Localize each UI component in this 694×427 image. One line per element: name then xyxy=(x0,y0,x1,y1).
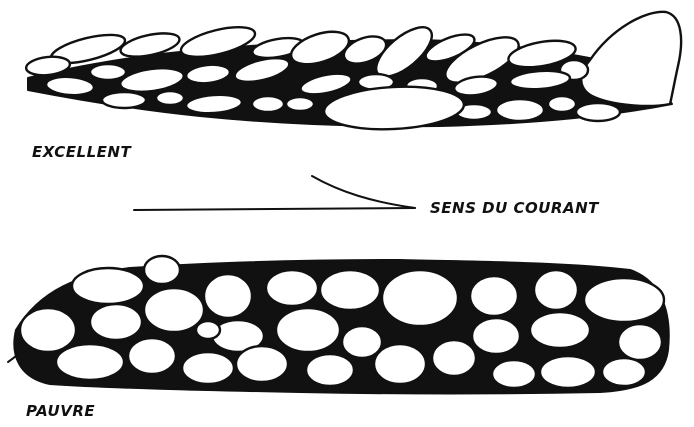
rounded-stone xyxy=(342,326,382,358)
rounded-stone xyxy=(470,276,518,316)
rounded-stone xyxy=(90,304,142,340)
poor-streambed xyxy=(8,256,669,394)
flat-stone xyxy=(576,103,620,121)
rounded-stone xyxy=(20,308,76,352)
rounded-stone xyxy=(618,324,662,360)
flat-stone xyxy=(102,92,146,108)
rounded-stone xyxy=(182,352,234,384)
rounded-stone xyxy=(374,344,426,384)
rounded-stone xyxy=(196,321,220,339)
flow-arrow-shaft xyxy=(134,208,415,210)
rounded-stone xyxy=(602,358,646,386)
rounded-stone xyxy=(144,288,204,332)
rounded-stone xyxy=(276,308,340,352)
rounded-stone xyxy=(540,356,596,388)
rounded-stone xyxy=(472,318,520,354)
rounded-stone xyxy=(266,270,318,306)
flat-stone xyxy=(90,64,126,80)
rounded-stone xyxy=(144,256,180,284)
flat-stone xyxy=(496,99,544,121)
rounded-stone xyxy=(534,270,578,310)
rounded-stone xyxy=(236,346,288,382)
rounded-stone xyxy=(382,270,458,326)
rounded-stone xyxy=(128,338,176,374)
rounded-stone xyxy=(432,340,476,376)
flat-stone xyxy=(252,96,284,112)
label-excellent: EXCELLENT xyxy=(32,143,132,161)
rounded-stone xyxy=(72,268,144,304)
flat-stone xyxy=(286,97,314,111)
rounded-stone xyxy=(306,354,354,386)
flow-arrow xyxy=(134,176,415,210)
rounded-stone xyxy=(584,278,664,322)
flow-arrow-head xyxy=(312,176,415,208)
flat-stone xyxy=(156,91,184,105)
rounded-stone xyxy=(492,360,536,388)
boulder-right xyxy=(581,12,681,106)
rounded-stone xyxy=(56,344,124,380)
excellent-streambed xyxy=(25,12,681,133)
rounded-stone xyxy=(204,274,252,318)
label-flow-direction: SENS DU COURANT xyxy=(430,199,600,217)
rounded-stone xyxy=(530,312,590,348)
rounded-stone xyxy=(320,270,380,310)
label-poor: PAUVRE xyxy=(26,402,95,420)
flat-stone xyxy=(548,96,576,112)
